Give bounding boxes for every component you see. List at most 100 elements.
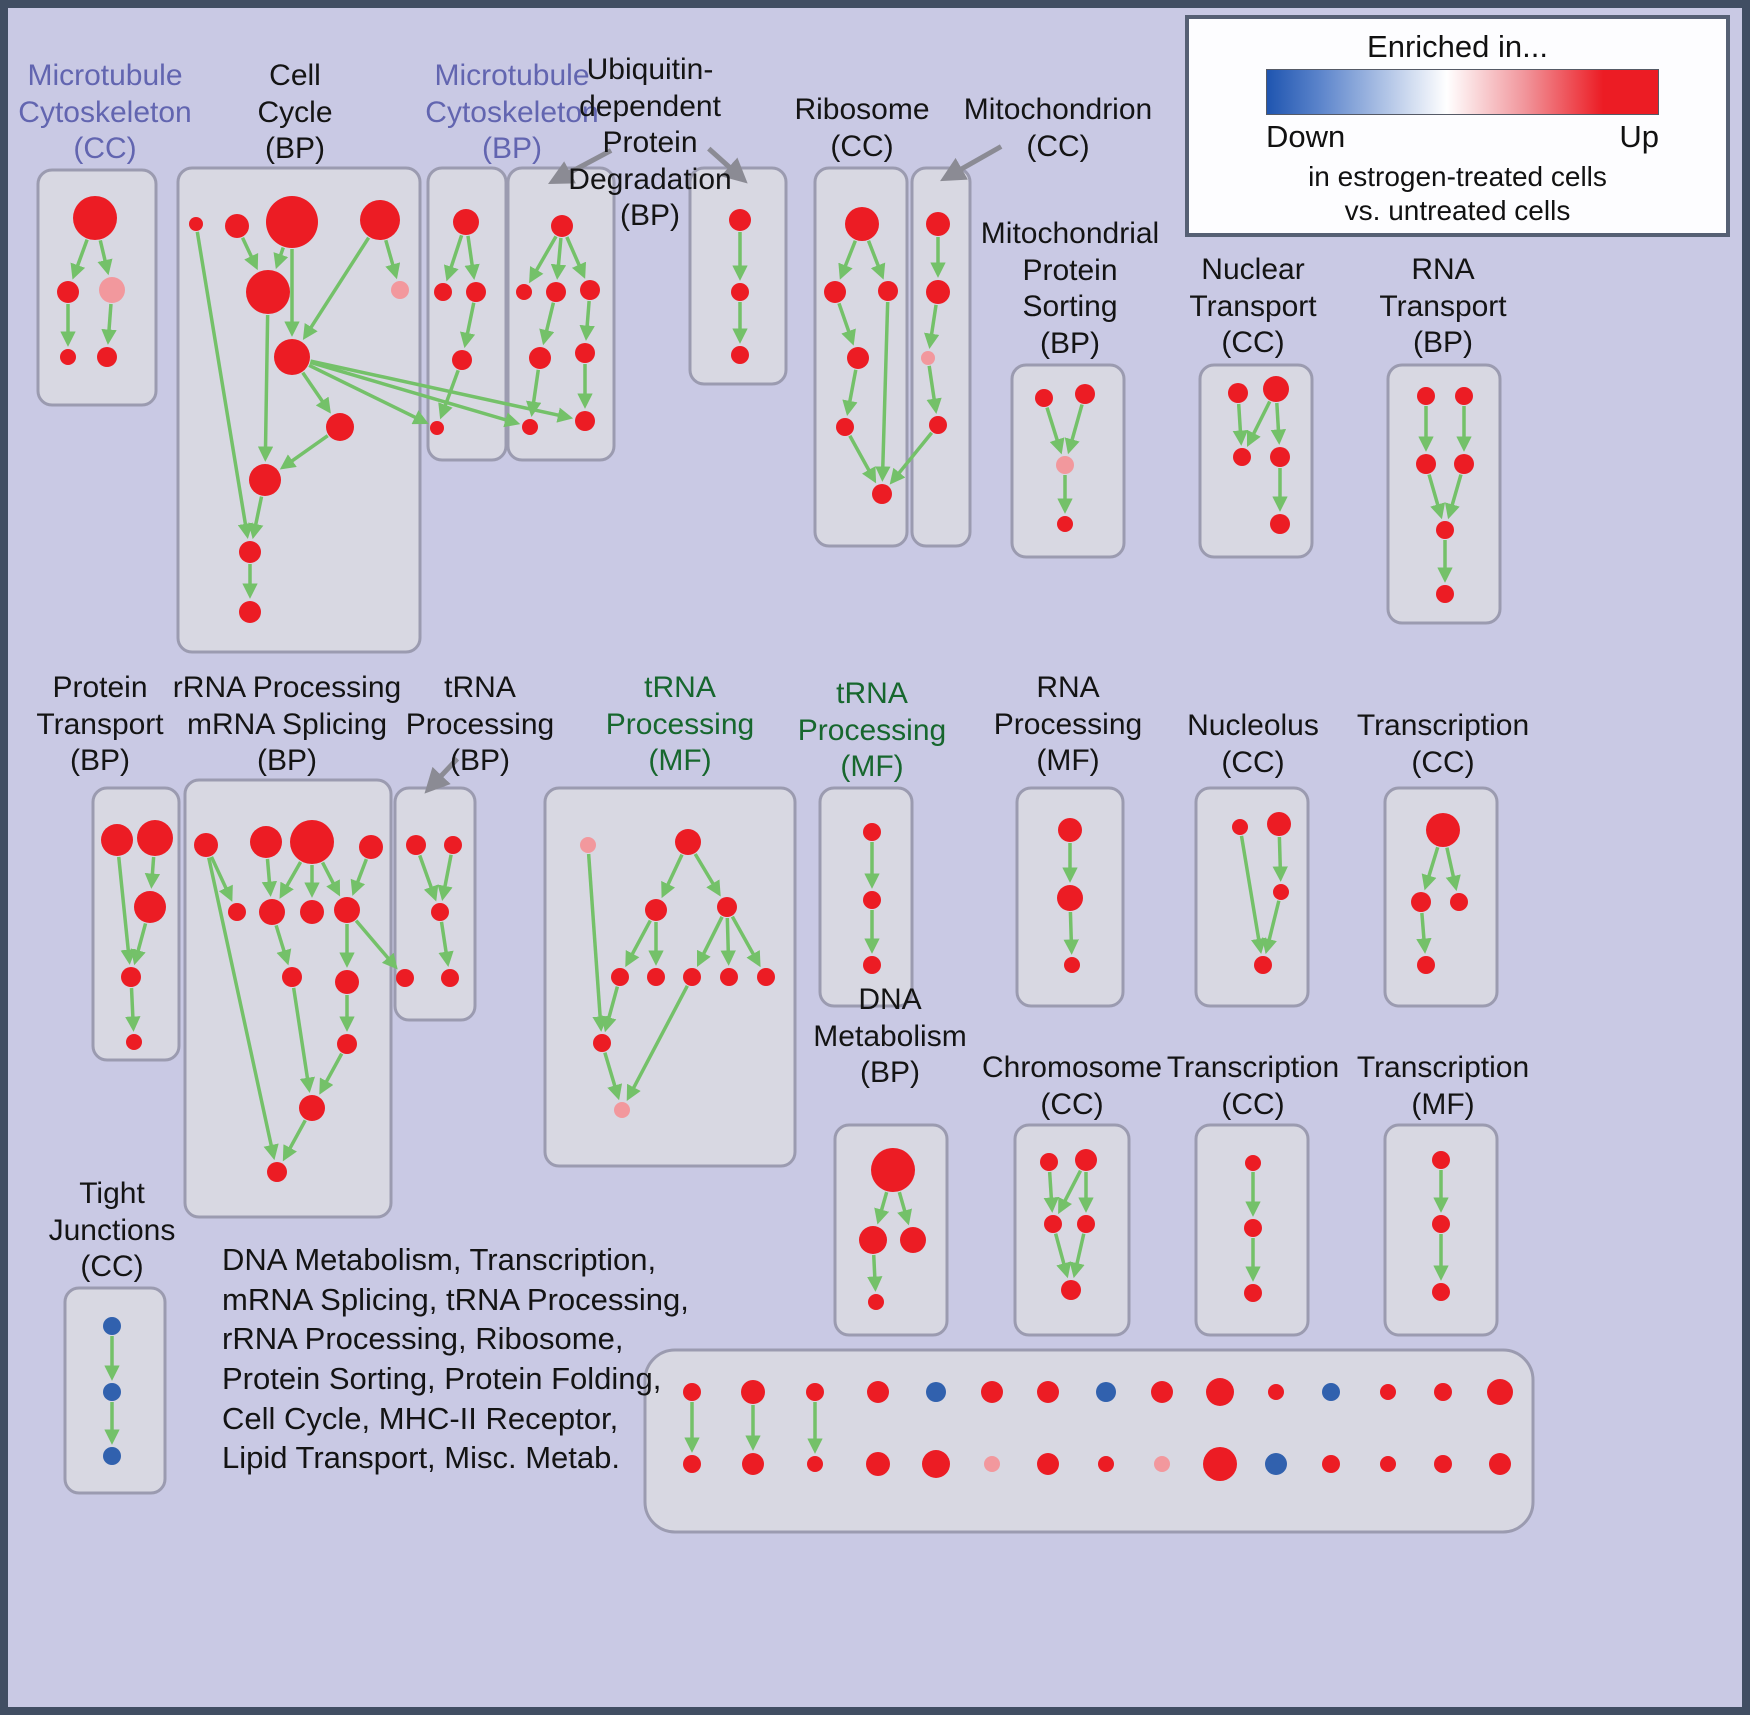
edge [1444, 474, 1463, 520]
edge [1045, 407, 1065, 455]
ribosome-cc-node-2 [878, 281, 898, 301]
edge [696, 916, 724, 968]
edge [424, 757, 460, 794]
dna-metabolism-node-2 [900, 1227, 926, 1253]
chromosome-cc-node-2 [1044, 1215, 1062, 1233]
misc-terms-node-24 [1380, 1384, 1396, 1400]
microtubule-bp-node-0 [453, 209, 479, 235]
rna-transport-node-5 [1436, 585, 1454, 603]
legend-subtitle-2: vs. untreated cells [1344, 195, 1571, 226]
cell-cycle-node-10 [239, 601, 261, 623]
ribosome-cc-node-0 [845, 207, 879, 241]
misc-terms-node-25 [1380, 1456, 1396, 1472]
misc-terms-node-21 [1265, 1453, 1287, 1475]
edge [707, 146, 748, 184]
rrna-processing-mrna-splicing-node-3 [359, 835, 383, 859]
transcription-cc-bottom-node-0 [1245, 1155, 1261, 1171]
trna-processing-mf-1-node-1 [675, 829, 701, 855]
edge [1421, 846, 1440, 891]
cell-cycle-node-7 [326, 413, 354, 441]
rrna-processing-mrna-splicing-node-12 [267, 1162, 287, 1182]
edge [837, 302, 856, 346]
edge [97, 239, 113, 276]
mitochondrial-protein-sorting-node-2 [1056, 456, 1074, 474]
nuclear-transport-node-0 [1228, 383, 1248, 403]
trna-processing-bp-node-4 [441, 969, 459, 987]
edge [460, 302, 476, 349]
ubiquitin-degradation-left-node-7 [575, 411, 595, 431]
edge [438, 921, 454, 967]
chromosome-cc-node-4 [1061, 1280, 1081, 1300]
edge [209, 856, 233, 902]
edge [1261, 900, 1281, 955]
edge [261, 858, 278, 897]
trna-processing-bp-node-2 [431, 903, 449, 921]
misc-terms-node-23 [1322, 1455, 1340, 1473]
edge [926, 365, 942, 414]
tight-junctions-node-1 [103, 1383, 121, 1401]
edge [550, 237, 567, 280]
misc-terms-node-5 [807, 1456, 823, 1472]
ubiquitin-degradation-left-node-0 [551, 215, 573, 237]
transcription-mf-node-0 [1432, 1151, 1450, 1169]
mitochondrial-protein-sorting-node-0 [1035, 389, 1053, 407]
rrna-processing-mrna-splicing-node-5 [259, 899, 285, 925]
nuclear-transport-box [1198, 363, 1314, 559]
edge [464, 235, 480, 280]
rna-processing-mf-node-1 [1057, 885, 1083, 911]
rna-processing-mf-node-0 [1058, 818, 1082, 842]
edge [1053, 1233, 1072, 1279]
ubiquitin-degradation-right-node-0 [729, 209, 751, 231]
cell-cycle-node-0 [189, 217, 203, 231]
trna-processing-mf-1-node-5 [647, 968, 665, 986]
rrna-processing-mrna-splicing-node-8 [282, 967, 302, 987]
edge [1272, 836, 1288, 882]
misc-terms-node-15 [1098, 1456, 1114, 1472]
misc-terms-node-11 [984, 1456, 1000, 1472]
edge [279, 861, 303, 899]
edge [319, 1052, 344, 1095]
rrna-processing-mrna-splicing-node-10 [337, 1034, 357, 1054]
nuclear-transport-node-3 [1270, 447, 1290, 467]
rna-transport-node-0 [1417, 387, 1435, 405]
cell-cycle-node-4 [246, 270, 290, 314]
edge [302, 236, 371, 341]
rrna-processing-mrna-splicing-node-0 [194, 833, 218, 857]
edge [601, 986, 620, 1033]
trna-processing-mf-1-node-4 [611, 968, 629, 986]
protein-transport-node-1 [137, 820, 173, 856]
trna-processing-mf-1-node-2 [645, 899, 667, 921]
edge [279, 434, 329, 470]
misc-terms-node-3 [742, 1453, 764, 1475]
rna-transport-box [1386, 363, 1502, 625]
misc-terms-node-17 [1154, 1456, 1170, 1472]
trna-processing-mf-2-node-1 [863, 891, 881, 909]
cell-cycle-node-5 [391, 281, 409, 299]
misc-terms-node-14 [1096, 1382, 1116, 1402]
edge [526, 369, 542, 417]
legend-gradient-bar [1266, 69, 1659, 115]
edge [195, 231, 253, 540]
edge [309, 360, 521, 428]
mitochondrion-cc-node-0 [926, 212, 950, 236]
transcription-cc-mid-node-2 [1450, 893, 1468, 911]
edge [842, 369, 858, 417]
misc-terms-node-27 [1434, 1455, 1452, 1473]
cell-cycle-node-2 [266, 196, 318, 248]
ribosome-cc-node-5 [872, 484, 892, 504]
edge [1069, 1233, 1086, 1279]
protein-transport-node-4 [126, 1034, 142, 1050]
cell-cycle-node-8 [249, 464, 281, 496]
edge [1270, 402, 1287, 445]
trna-processing-bp-node-3 [396, 969, 414, 987]
legend-title: Enriched in... [1367, 29, 1548, 64]
misc-terms-node-28 [1487, 1379, 1513, 1405]
edge [418, 854, 439, 902]
edge [354, 919, 398, 970]
transcription-cc-bottom-node-2 [1244, 1284, 1262, 1302]
mitochondrion-cc-node-2 [921, 351, 935, 365]
misc-terms-text: DNA Metabolism, Transcription, mRNA Spli… [222, 1242, 689, 1476]
microtubule-bp-node-4 [430, 421, 444, 435]
edge [565, 236, 587, 279]
edge [867, 1254, 883, 1292]
